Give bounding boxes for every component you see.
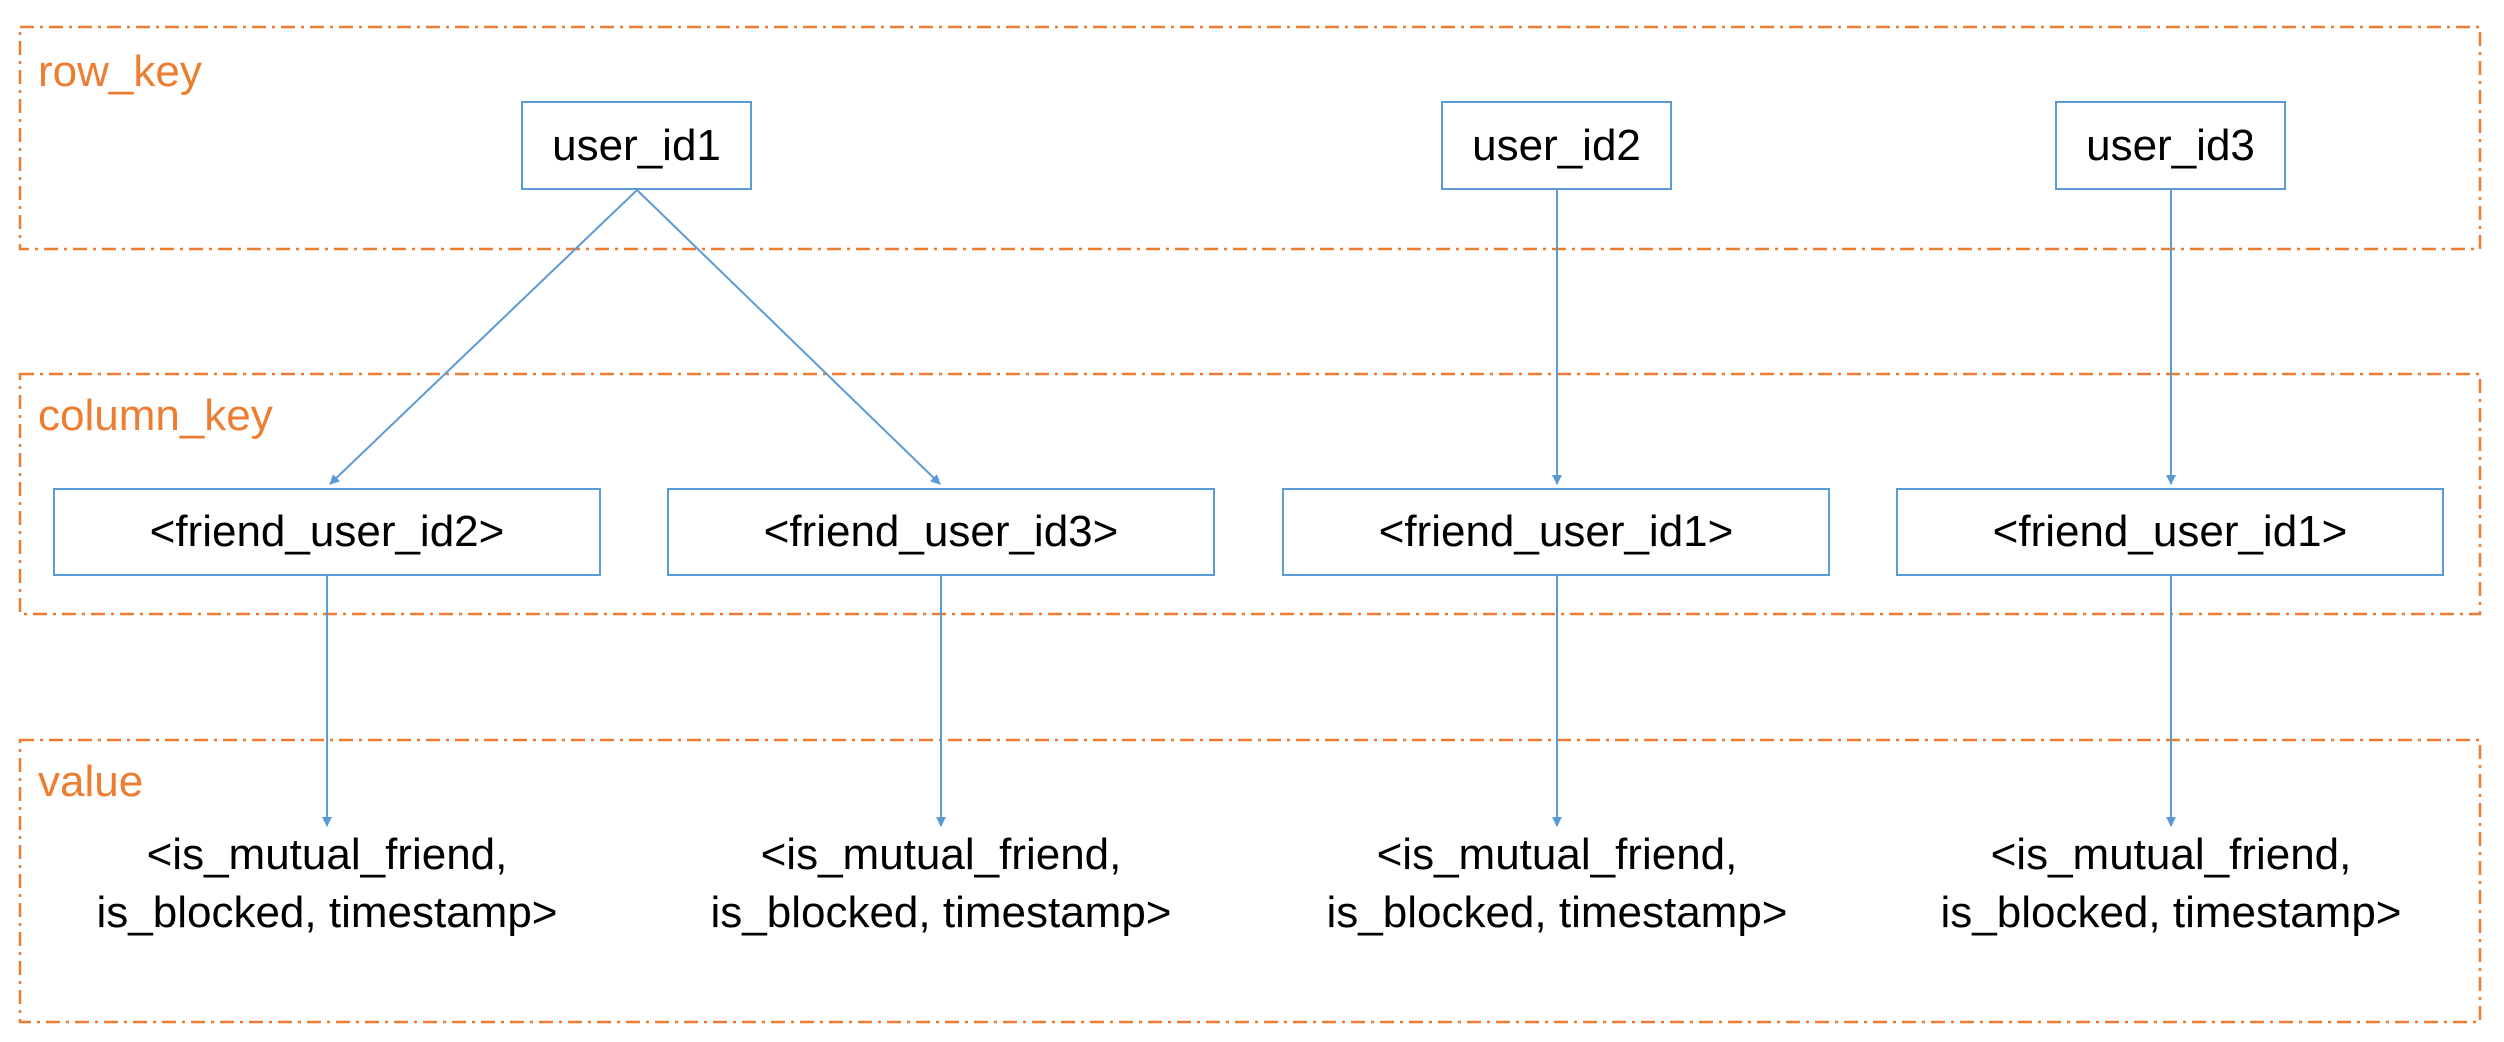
- value-node-3-line-1: <is_mutual_friend,: [1376, 830, 1738, 879]
- value-node-2-line-2: is_blocked, timestamp>: [710, 888, 1172, 937]
- column-key-node-friend-user-id1-b: <friend_user_id1>: [1896, 488, 2444, 576]
- section-label-row-key: row_key: [38, 47, 202, 96]
- value-node-4: <is_mutual_friend, is_blocked, timestamp…: [1871, 826, 2471, 942]
- edge-user-id1-to-friend-user-id2: [329, 189, 638, 485]
- value-node-3-line-2: is_blocked, timestamp>: [1326, 888, 1788, 937]
- row-key-node-user-id2: user_id2: [1441, 101, 1672, 190]
- row-key-node-user-id3: user_id3: [2055, 101, 2286, 190]
- column-key-node-friend-user-id2: <friend_user_id2>: [53, 488, 601, 576]
- value-node-1-line-2: is_blocked, timestamp>: [96, 888, 558, 937]
- edge-user-id1-to-friend-user-id3: [636, 189, 941, 485]
- section-column-key-border: [18, 372, 2482, 616]
- value-node-4-line-2: is_blocked, timestamp>: [1940, 888, 2402, 937]
- value-node-1-line-1: <is_mutual_friend,: [146, 830, 508, 879]
- value-node-3: <is_mutual_friend, is_blocked, timestamp…: [1257, 826, 1857, 942]
- column-key-node-friend-user-id3: <friend_user_id3>: [667, 488, 1215, 576]
- section-label-value: value: [38, 757, 144, 806]
- section-value-border: [18, 738, 2482, 1024]
- column-key-node-friend-user-id1-a: <friend_user_id1>: [1282, 488, 1830, 576]
- value-node-4-line-1: <is_mutual_friend,: [1990, 830, 2352, 879]
- value-node-2-line-1: <is_mutual_friend,: [760, 830, 1122, 879]
- row-key-node-user-id1: user_id1: [521, 101, 752, 190]
- section-label-column-key: column_key: [38, 391, 273, 440]
- section-row-key-border: [18, 25, 2482, 251]
- value-node-2: <is_mutual_friend, is_blocked, timestamp…: [641, 826, 1241, 942]
- value-node-1: <is_mutual_friend, is_blocked, timestamp…: [27, 826, 627, 942]
